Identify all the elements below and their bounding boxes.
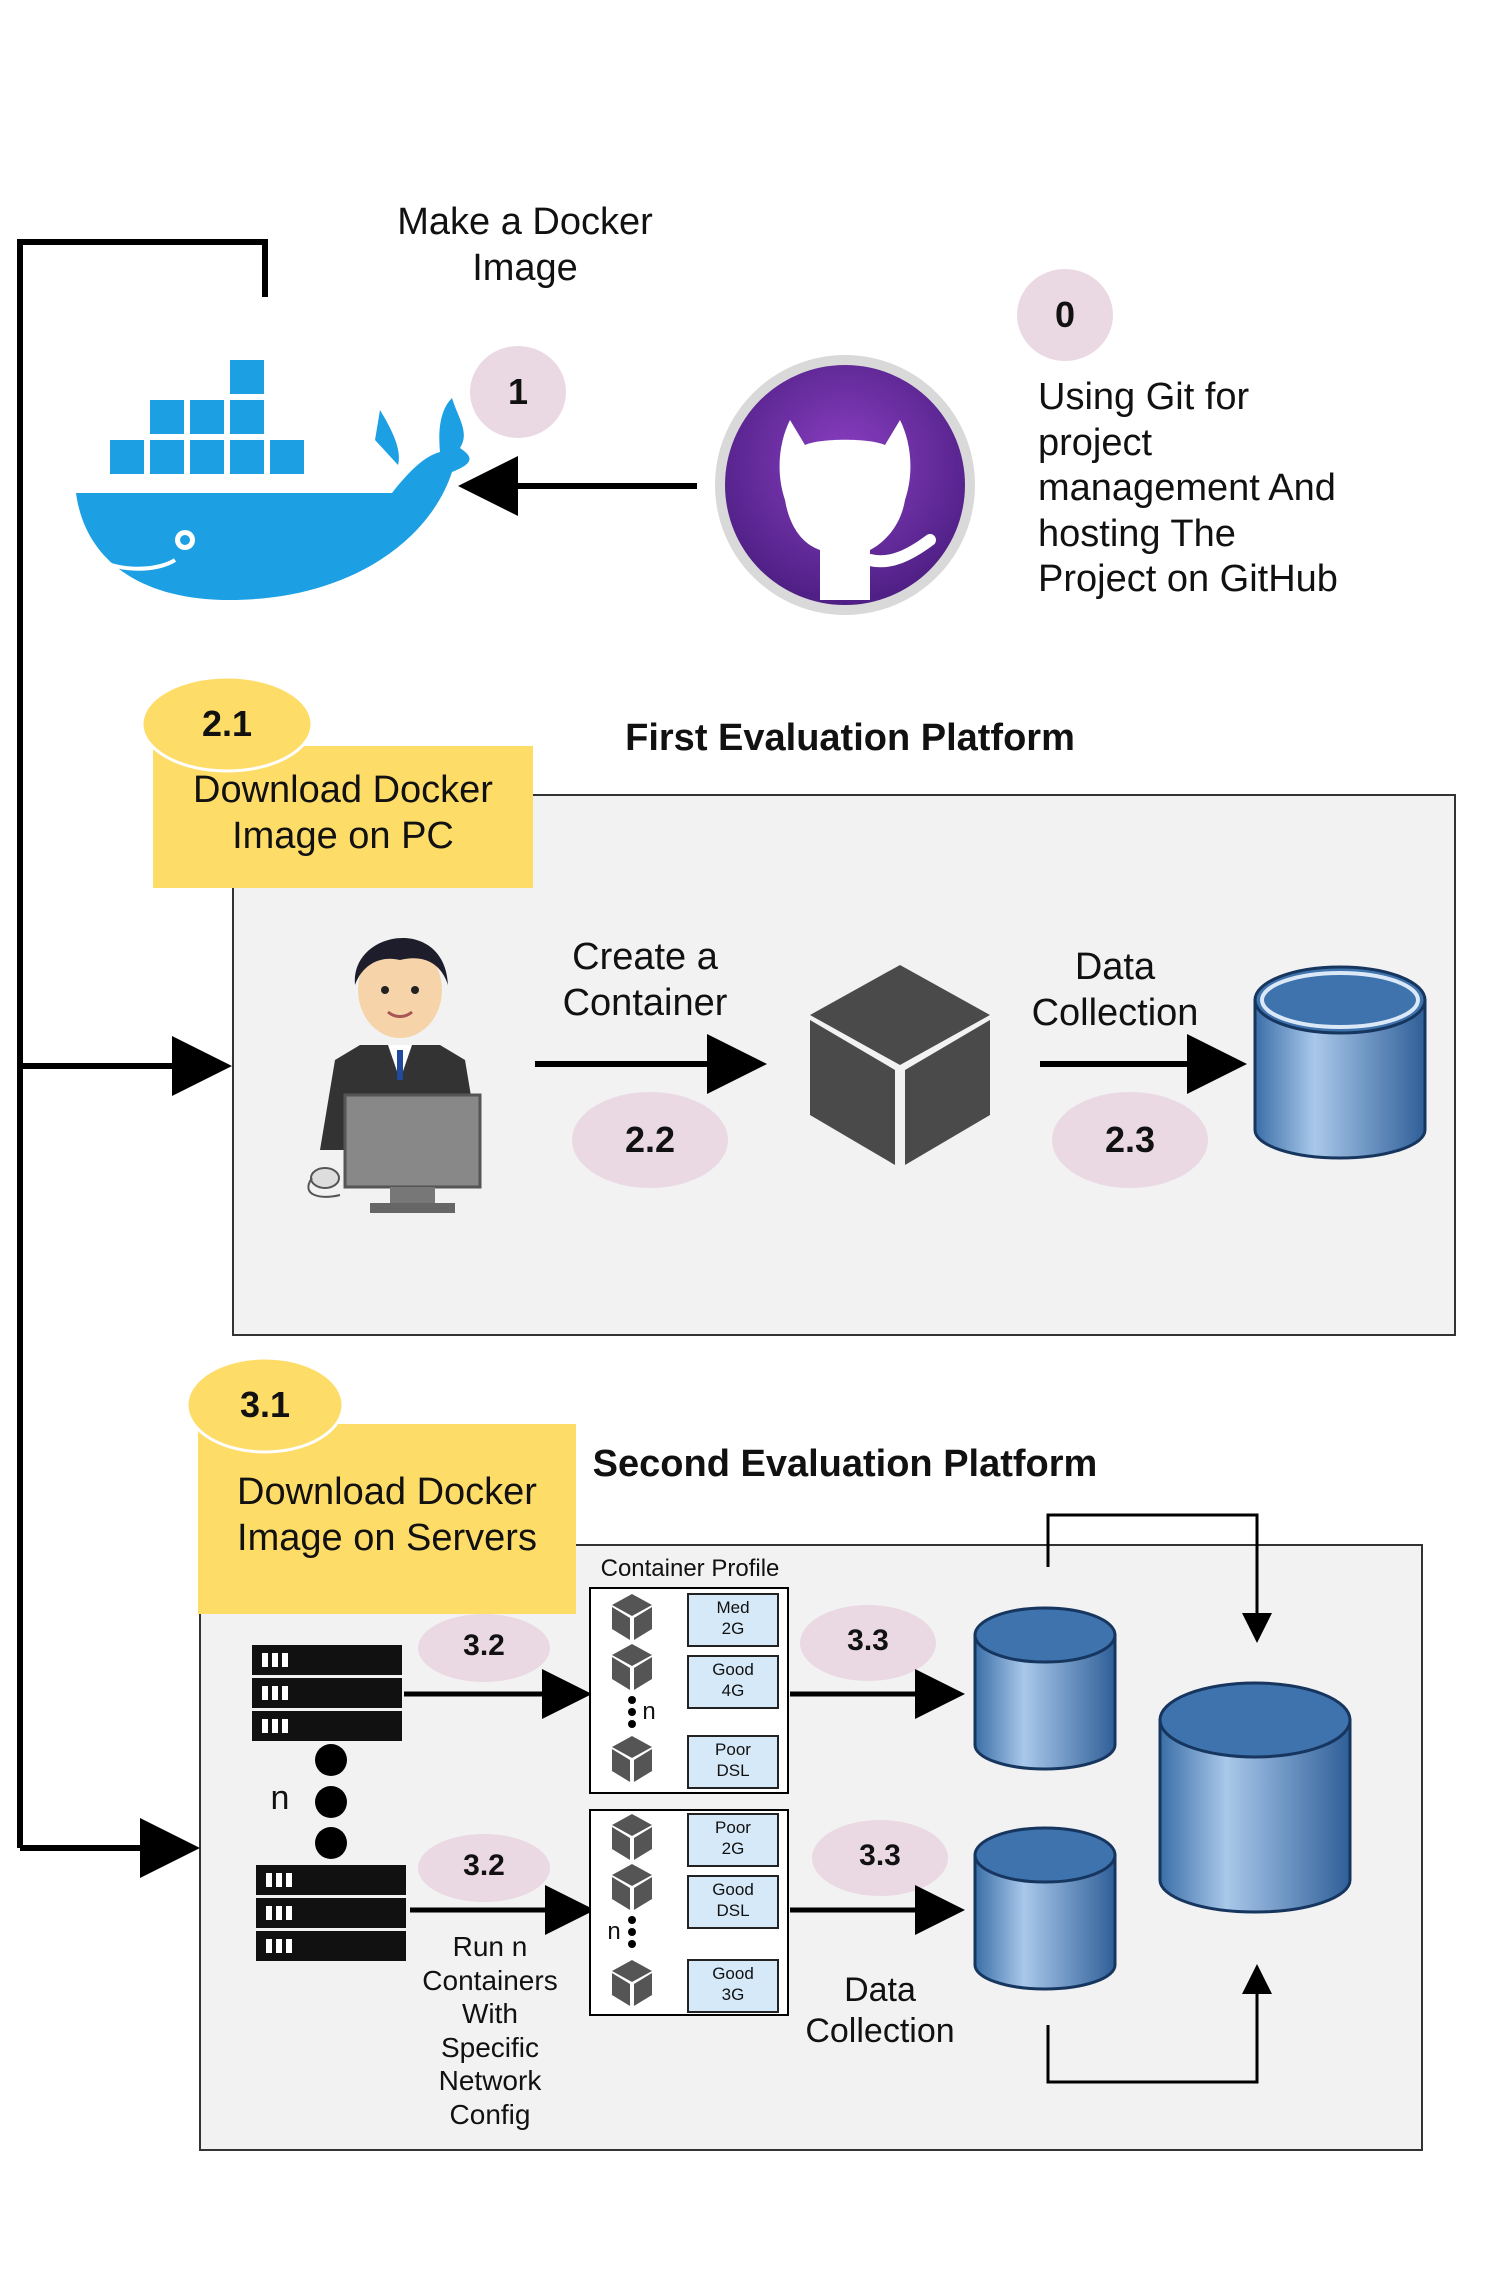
user-at-computer-icon [307,937,482,1213]
merge-line-top [1046,1513,1272,1643]
database-icon [973,1606,1117,1771]
download-servers-label: Download Docker Image on Servers [237,1471,537,1559]
server-rack-icon [252,1645,402,1741]
n-bottom-label: n [607,1918,621,1945]
container-cube-icon [810,965,990,1165]
database-icon [973,1826,1117,1991]
step-1-label: 1 [507,371,529,412]
profile-tag [687,1735,779,1789]
step-3-2a-label: 3.2 [463,1629,505,1662]
step-3-3a-label: 3.3 [847,1624,889,1657]
step-3-2b-badge [418,1834,550,1902]
data-collection-label-1: Data Collection [1031,946,1199,1034]
database-icon [1253,965,1427,1160]
download-pc-label: Download Docker Image on PC [193,769,493,857]
container-profile-label: Container Profile [600,1555,780,1582]
create-container-label: Create a Container [562,936,728,1024]
n-top-label: n [642,1698,656,1725]
step-3-3b-badge [812,1820,948,1896]
merge-line-bottom [1046,1964,1272,2084]
github-icon [715,355,975,615]
profile-tag [687,1875,779,1929]
step-3-2a-badge [418,1614,550,1682]
container-cube-icon [612,1814,652,2006]
data-collection-label-2: Data Collection [805,1971,955,2050]
ellipsis-dot [315,1827,347,1859]
n-servers-label: n [270,1779,290,1817]
step-0-label: 0 [1054,294,1076,335]
database-icon [1158,1681,1352,1914]
step-0-badge [1017,269,1113,361]
step-3-3b-label: 3.3 [859,1839,901,1872]
step-2-2-label: 2.2 [624,1119,676,1160]
step-1-badge [470,346,566,438]
ellipsis-dot [315,1786,347,1818]
git-note-label: Using Git for project management And hos… [1038,376,1338,601]
server-rack-icon [256,1865,406,1961]
step-3-1-badge [185,1356,345,1454]
profile-tag [687,1593,779,1647]
make-docker-image-label: Make a Docker Image [397,201,653,289]
step-2-1-label: 2.1 [201,703,253,744]
container-cube-icon [612,1594,652,1782]
step-3-2b-label: 3.2 [463,1849,505,1882]
left-flow-line [17,239,268,1848]
download-servers-box [198,1424,576,1614]
second-platform-title: Second Evaluation Platform [592,1443,1098,1485]
step-3-1-label: 3.1 [239,1384,291,1425]
ellipsis-dot [315,1744,347,1776]
profile-tag [687,1655,779,1709]
step-2-2-badge [572,1092,728,1188]
profile-tag [687,1813,779,1867]
step-3-3a-badge [800,1605,936,1681]
step-2-3-badge [1052,1092,1208,1188]
profile-tag [687,1959,779,2013]
run-containers-label: Run n Containers With Specific Network C… [422,1931,558,2130]
step-2-1-badge [140,675,314,773]
first-platform-title: First Evaluation Platform [625,717,1075,759]
docker-whale-icon [76,360,470,600]
step-2-3-label: 2.3 [1104,1119,1156,1160]
